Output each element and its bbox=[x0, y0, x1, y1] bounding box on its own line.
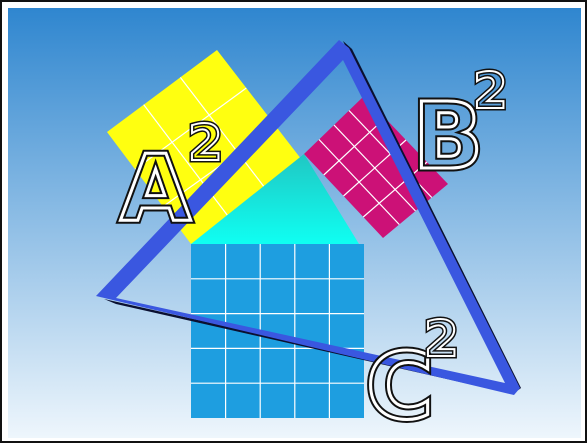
label-a-exponent: 2 bbox=[188, 114, 223, 172]
label-b-letter: B bbox=[413, 83, 483, 190]
label-b-letter-inner: B bbox=[413, 83, 483, 190]
square-b bbox=[304, 96, 448, 238]
label-b-exponent-inner: 2 bbox=[473, 62, 508, 120]
grid-line bbox=[143, 104, 230, 218]
square-c bbox=[191, 244, 364, 418]
label-a-letter-inner: A bbox=[120, 135, 191, 242]
diagram-canvas: A A 2 2 B B 2 2 C C 2 2 bbox=[8, 8, 581, 438]
label-a-letter: A bbox=[120, 135, 191, 242]
label-b: B B 2 2 bbox=[410, 60, 511, 194]
label-c: C C 2 2 bbox=[363, 308, 462, 439]
label-a-exponent-inner: 2 bbox=[188, 114, 223, 172]
label-c-letter: C bbox=[366, 333, 434, 438]
square-c-fill bbox=[191, 244, 364, 418]
label-b-exponent: 2 bbox=[473, 62, 508, 120]
label-c-exponent-inner: 2 bbox=[424, 310, 459, 368]
pythagorean-diagram: A A 2 2 B B 2 2 C C 2 2 bbox=[8, 8, 581, 438]
grid-line bbox=[134, 87, 247, 170]
triangle-outline bbox=[96, 40, 520, 395]
label-c-exponent: 2 bbox=[424, 310, 459, 368]
hypotenuse-wedge bbox=[191, 154, 359, 244]
grid-line bbox=[333, 124, 416, 212]
label-c-letter-inner: C bbox=[366, 333, 434, 438]
grid-line bbox=[362, 161, 428, 218]
grid-line bbox=[179, 76, 268, 192]
label-a: A A 2 2 bbox=[117, 112, 226, 246]
triangle-frame bbox=[96, 40, 521, 395]
